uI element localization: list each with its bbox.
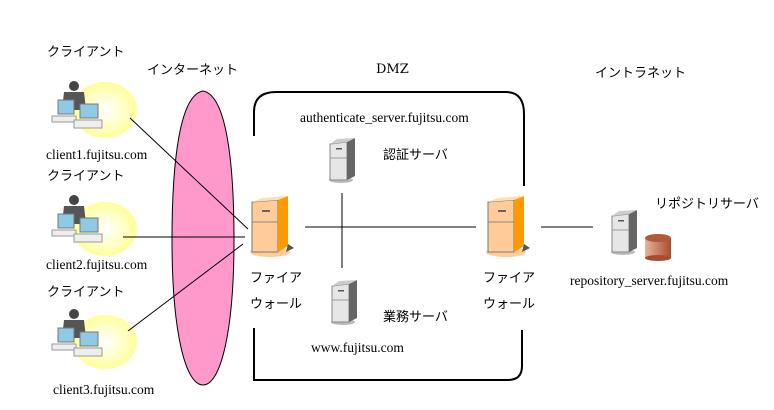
client2-host-label: client2.fujitsu.com: [46, 257, 148, 272]
dmz-boundary: [253, 91, 525, 186]
repository-server-icon: [611, 210, 637, 255]
business-server-icon: [331, 280, 357, 325]
client3-host-label: client3.fujitsu.com: [53, 382, 155, 397]
client1-role-label: クライアント: [47, 45, 125, 60]
client3-role-label: クライアント: [47, 285, 125, 300]
client1-icon: [51, 81, 103, 129]
business-server-host-label: www.fujitsu.com: [311, 340, 404, 355]
firewall1-icon: [250, 196, 294, 257]
firewall2-label-line2: ウォール: [483, 297, 536, 312]
link-client3-firewall: [127, 243, 244, 332]
firewall1-label-line2: ウォール: [250, 297, 303, 312]
internet-cloud: [171, 90, 235, 386]
client2-role-label: クライアント: [47, 169, 125, 184]
firewall2-label-line1: ファイア: [483, 271, 536, 286]
dmz-boundary-bottom: [253, 328, 523, 381]
intranet-zone-label: イントラネット: [595, 66, 687, 81]
client3-icon: [51, 309, 103, 357]
internet-zone-label: インターネット: [147, 63, 239, 78]
client1-host-label: client1.fujitsu.com: [46, 147, 148, 162]
repository-server-host-label: repository_server.fujitsu.com: [570, 273, 729, 288]
client2-icon: [51, 195, 103, 243]
repository-server-label: リポジトリサーバ: [655, 197, 759, 212]
auth-server-label: 認証サーバ: [383, 148, 448, 163]
auth-server-host-label: authenticate_server.fujitsu.com: [300, 110, 469, 125]
firewall1-label-line1: ファイア: [250, 271, 303, 286]
firewall2-icon: [486, 196, 530, 257]
business-server-label: 業務サーバ: [383, 310, 448, 325]
database-icon: [645, 234, 671, 261]
link-client1-firewall: [129, 117, 249, 230]
auth-server-icon: [329, 138, 355, 183]
dmz-zone-label: DMZ: [376, 62, 409, 77]
